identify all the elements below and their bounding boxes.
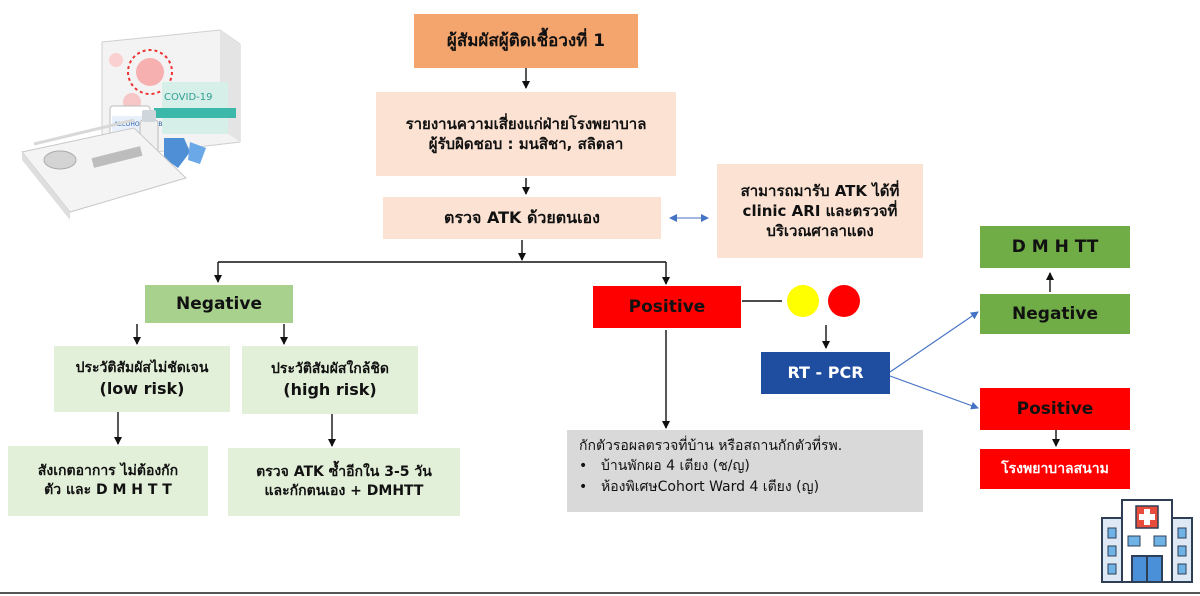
pcr-negative-text: Negative <box>1012 303 1098 324</box>
arrow-rtpcr-to-negative <box>889 311 979 373</box>
atk-positive-box: Positive <box>593 286 741 328</box>
dmhtt-box: D M H TT <box>980 226 1130 268</box>
rt-pcr-box: RT - PCR <box>761 352 890 394</box>
kit-box-label: COVID-19 <box>164 92 213 103</box>
antigen-test-kit-image: COVID-19 ALCOHOL SWAB <box>21 29 241 220</box>
quarantine-title: กักตัวรอผลตรวจที่บ้าน หรือสถานกักตัวที่ร… <box>579 438 843 454</box>
low-risk-line-2: (low risk) <box>99 378 185 398</box>
atk-self-test-box: ตรวจ ATK ด้วยตนเอง <box>383 197 661 239</box>
report-box: รายงานความเสี่ยงแก่ฝ่ายโรงพยาบาล ผู้รับผ… <box>376 92 676 176</box>
quarantine-item: • บ้านพักผอ 4 เตียง (ช/ญ) <box>579 456 911 476</box>
field-hospital-box: โรงพยาบาลสนาม <box>980 449 1130 489</box>
pickup-line-3: บริเวณศาลาแดง <box>766 222 874 241</box>
arrow-rtpcr-to-positive <box>889 375 979 410</box>
title-text: ผู้สัมผัสผู้ติดเชื้อวงที่ 1 <box>446 30 606 51</box>
atk-positive-text: Positive <box>628 296 706 317</box>
atk-negative-box: Negative <box>145 285 293 323</box>
rt-pcr-text: RT - PCR <box>787 363 864 383</box>
retest-box: ตรวจ ATK ซ้ำอีกใน 3-5 วัน และกักตนเอง + … <box>228 448 460 516</box>
field-hospital-text: โรงพยาบาลสนาม <box>1001 460 1109 477</box>
kit-alcohol-label: ALCOHOL SWAB <box>114 121 162 128</box>
pickup-line-2: clinic ARI และตรวจที่ <box>742 201 898 220</box>
atk-pickup-box: สามารถมารับ ATK ได้ที่ clinic ARI และตรว… <box>717 164 923 258</box>
high-risk-box: ประวัติสัมผัสใกล้ชิด (high risk) <box>242 346 418 414</box>
pcr-negative-box: Negative <box>980 294 1130 334</box>
observe-box: สังเกตอาการ ไม่ต้องกัก ตัว และ D M H T T <box>8 446 208 516</box>
pickup-line-1: สามารถมารับ ATK ได้ที่ <box>740 181 900 200</box>
quarantine-item: • ห้องพิเศษCohort Ward 4 เตียง (ญ) <box>579 477 911 497</box>
dmhtt-text: D M H TT <box>1011 236 1099 257</box>
retest-line-2: และกักตนเอง + DMHTT <box>264 483 424 499</box>
high-risk-line-2: (high risk) <box>283 379 377 399</box>
quarantine-item-text: บ้านพักผอ 4 เตียง (ช/ญ) <box>601 458 750 475</box>
yellow-circle <box>787 285 819 317</box>
report-line-1: รายงานความเสี่ยงแก่ฝ่ายโรงพยาบาล <box>405 114 647 133</box>
observe-line-1: สังเกตอาการ ไม่ต้องกัก <box>37 463 179 480</box>
observe-line-2: ตัว และ D M H T T <box>44 482 172 498</box>
title-box: ผู้สัมผัสผู้ติดเชื้อวงที่ 1 <box>414 14 638 68</box>
report-line-2: ผู้รับผิดชอบ : มนสิชา, สลิตลา <box>428 135 624 153</box>
bullet-glyph: • <box>579 478 588 495</box>
quarantine-box: กักตัวรอผลตรวจที่บ้าน หรือสถานกักตัวที่ร… <box>567 430 923 512</box>
red-circle <box>828 285 860 317</box>
quarantine-item-text: ห้องพิเศษCohort Ward 4 เตียง (ญ) <box>601 478 820 495</box>
atk-negative-text: Negative <box>176 293 262 314</box>
retest-line-1: ตรวจ ATK ซ้ำอีกใน 3-5 วัน <box>256 464 432 481</box>
high-risk-line-1: ประวัติสัมผัสใกล้ชิด <box>271 360 389 377</box>
atk-self-test-text: ตรวจ ATK ด้วยตนเอง <box>444 208 600 228</box>
bullet-glyph: • <box>579 458 588 475</box>
pcr-positive-box: Positive <box>980 388 1130 430</box>
low-risk-line-1: ประวัติสัมผัสไม่ชัดเจน <box>75 359 209 376</box>
bottom-divider <box>0 592 1200 594</box>
hospital-icon <box>1101 499 1193 583</box>
pcr-positive-text: Positive <box>1016 398 1094 419</box>
low-risk-box: ประวัติสัมผัสไม่ชัดเจน (low risk) <box>54 346 230 412</box>
